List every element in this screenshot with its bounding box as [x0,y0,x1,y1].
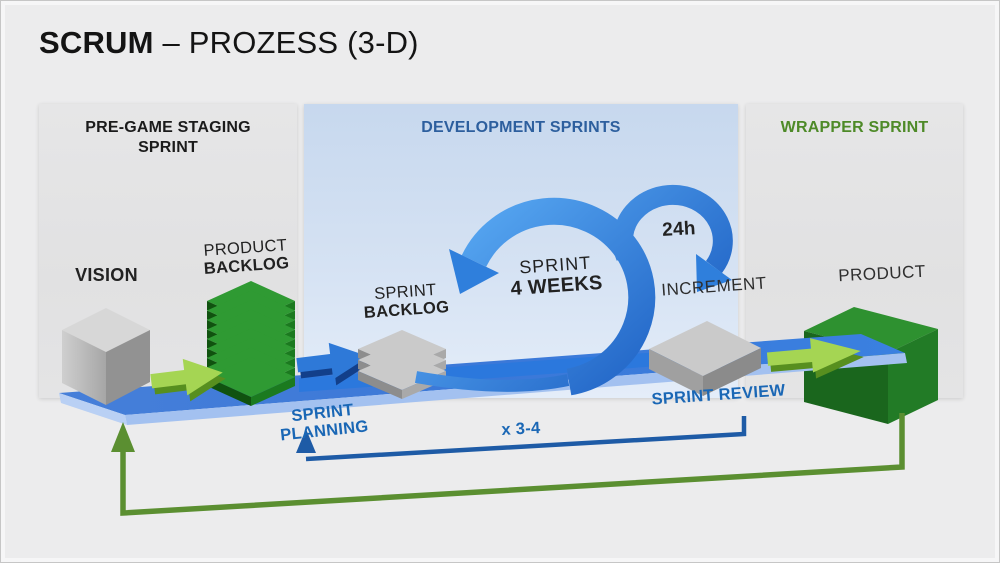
panel-pregame-header: PRE-GAME STAGING SPRINT [85,119,251,156]
product-backlog-stack [207,281,295,406]
vision-cube [62,308,150,405]
multiplier-label: x 3-4 [500,418,541,440]
increment-box [649,321,761,396]
panel-wrapper-header: WRAPPER SPRINT [780,119,929,136]
page-title-suffix: – PROZESS (3-D) [162,25,419,60]
page-title: SCRUM – PROZESS (3-D) [39,25,419,61]
product-backlog-label: PRODUCT BACKLOG [193,235,299,279]
sprint-loop-label: SPRINT 4 WEEKS [495,251,618,302]
feedback-loop-line [111,413,905,516]
page-title-emphasis: SCRUM [39,25,154,60]
panel-development-header: DEVELOPMENT SPRINTS [421,119,621,136]
sprint-loop-arrow [414,197,656,396]
iteration-bracket [296,416,747,462]
sprint-backlog-label: SPRINT BACKLOG [353,279,459,323]
daily-loop-label: 24h [661,218,697,241]
vision-label: VISION [75,265,138,285]
